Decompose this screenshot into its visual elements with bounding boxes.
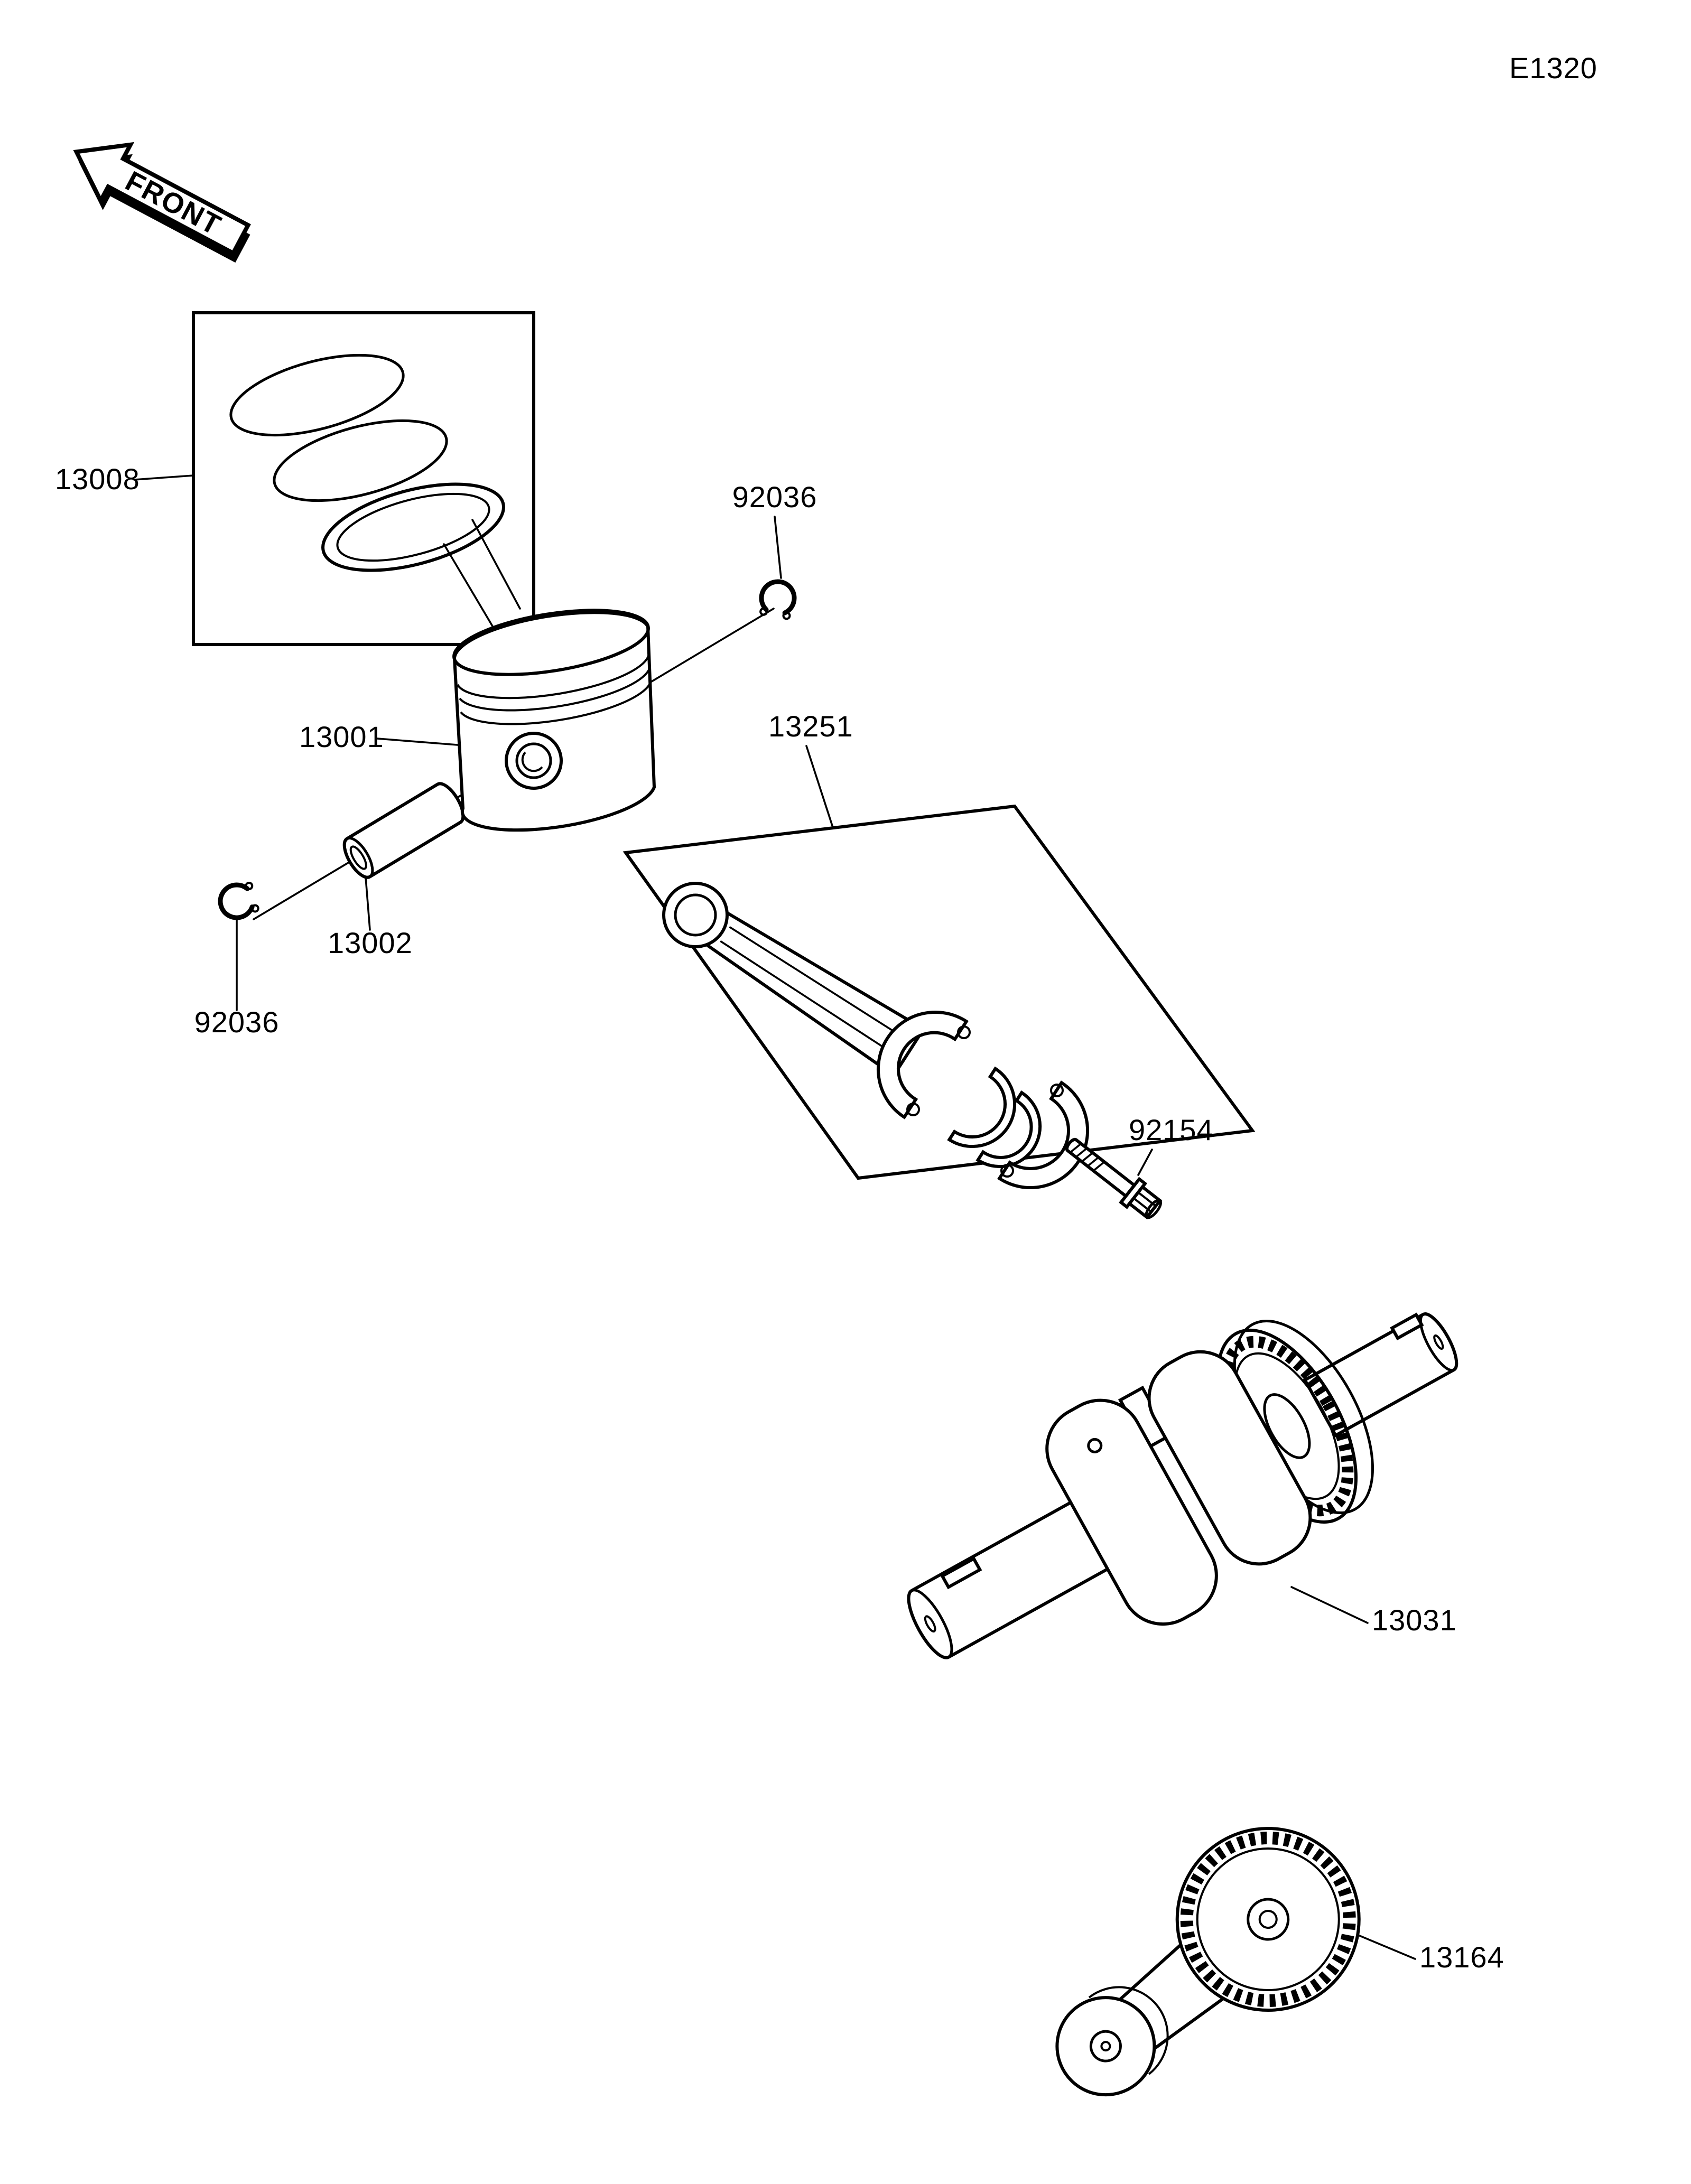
- piston-crown: [452, 609, 650, 676]
- oil-ring: [321, 482, 505, 572]
- rod-big-end: [877, 1011, 969, 1119]
- crank-web-right: [1147, 1350, 1312, 1566]
- connecting-rod-bolt: [1065, 1137, 1163, 1220]
- web-oil-hole: [1087, 1438, 1103, 1453]
- pin-boss: [505, 732, 563, 790]
- connecting-rod-assembly: [622, 804, 1256, 1189]
- piston: [452, 609, 656, 832]
- part-label-balancer: 13164: [1419, 1940, 1504, 1974]
- part-label-piston-ring-set: 13008: [55, 462, 140, 496]
- bearing-shell-1: [947, 1066, 1017, 1149]
- circlip-lower: [218, 881, 259, 920]
- ring-groove-1: [457, 652, 650, 699]
- front-arrow-icon: [73, 142, 251, 256]
- page-code: E1320: [1509, 51, 1597, 85]
- balancer-weight: [1055, 1986, 1169, 2097]
- crankshaft: [907, 1312, 1458, 1659]
- second-ring: [273, 419, 448, 502]
- ring-groove-3: [460, 680, 652, 725]
- balancer: [1055, 1827, 1361, 2097]
- balancer-gear: [1175, 1827, 1361, 2012]
- rod-cap: [997, 1080, 1089, 1189]
- part-label-circlip-upper: 92036: [732, 480, 817, 514]
- connecting-rod-box: [622, 804, 1256, 1180]
- part-label-circlip-lower: 92036: [194, 1005, 280, 1039]
- leader-lines: [133, 474, 1416, 1960]
- crank-web-left: [1045, 1398, 1218, 1626]
- part-label-piston: 13001: [299, 720, 384, 753]
- piston-ring-set: [192, 311, 535, 646]
- part-label-bolt: 92154: [1129, 1113, 1214, 1146]
- bearing-shell-2: [975, 1090, 1042, 1169]
- part-label-crankshaft: 13031: [1372, 1603, 1457, 1637]
- piston-pin: [342, 782, 465, 879]
- crank-left-shaft: [907, 1498, 1114, 1659]
- ring-groove-2: [459, 666, 651, 712]
- rod-small-end: [662, 882, 729, 948]
- circlip-upper: [759, 579, 797, 620]
- part-label-piston-pin: 13002: [328, 926, 413, 959]
- ring-set-box: [192, 311, 535, 646]
- part-label-connecting-rod: 13251: [768, 710, 853, 743]
- top-ring: [229, 353, 405, 437]
- crank-right-shaft: [1303, 1312, 1458, 1438]
- bolt-head: [1127, 1184, 1163, 1220]
